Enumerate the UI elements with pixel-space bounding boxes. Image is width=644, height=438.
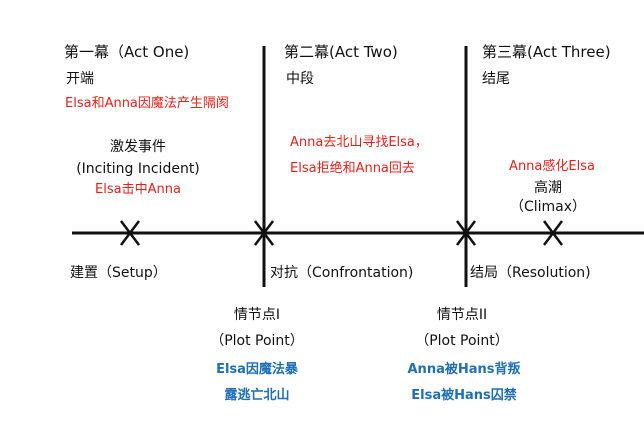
plot-point-2-marker bbox=[456, 220, 476, 246]
inciting-incident-note: Elsa击中Anna bbox=[95, 182, 181, 197]
climax-label: 高潮 bbox=[534, 180, 562, 196]
plot-point-1-marker bbox=[254, 220, 274, 246]
phase-resolution-label: 结局（Resolution) bbox=[470, 265, 591, 281]
inciting-incident-marker bbox=[120, 220, 140, 246]
climax-english: （Climax） bbox=[509, 199, 587, 215]
act-one-title: 第一幕（Act One) bbox=[64, 43, 190, 61]
climax-marker bbox=[543, 220, 563, 246]
act-two-note-line2: Elsa拒绝和Anna回去 bbox=[290, 161, 415, 176]
act-two-note-line1: Anna去北山寻找Elsa， bbox=[290, 135, 428, 150]
act-one-subtitle: 开端 bbox=[66, 71, 94, 87]
inciting-incident-label: 激发事件 bbox=[110, 139, 166, 155]
plot-point-1-note-line1: Elsa因魔法暴 bbox=[216, 362, 298, 377]
plot-point-2-note-line2: Elsa被Hans囚禁 bbox=[411, 388, 517, 403]
plot-point-1-english: （Plot Point） bbox=[210, 333, 304, 349]
plot-point-2-english: （Plot Point） bbox=[415, 333, 509, 349]
act-three-subtitle: 结尾 bbox=[482, 71, 510, 87]
climax-note: Anna感化Elsa bbox=[509, 159, 595, 174]
phase-setup-label: 建置（Setup） bbox=[70, 265, 167, 281]
act-two-subtitle: 中段 bbox=[286, 71, 314, 87]
plot-point-1-note-line2: 露逃亡北山 bbox=[224, 388, 290, 403]
act-one-note: Elsa和Anna因魔法产生隔阂 bbox=[65, 96, 229, 111]
plot-point-1-label: 情节点I bbox=[233, 307, 281, 323]
plot-point-2-note-line1: Anna被Hans背叛 bbox=[407, 362, 521, 377]
phase-confrontation-label: 对抗（Confrontation) bbox=[270, 265, 414, 281]
act-two-title: 第二幕(Act Two) bbox=[284, 43, 398, 61]
inciting-incident-english: (Inciting Incident) bbox=[76, 161, 200, 177]
plot-point-2-label: 情节点II bbox=[436, 307, 488, 323]
act-three-title: 第三幕(Act Three) bbox=[482, 43, 611, 61]
